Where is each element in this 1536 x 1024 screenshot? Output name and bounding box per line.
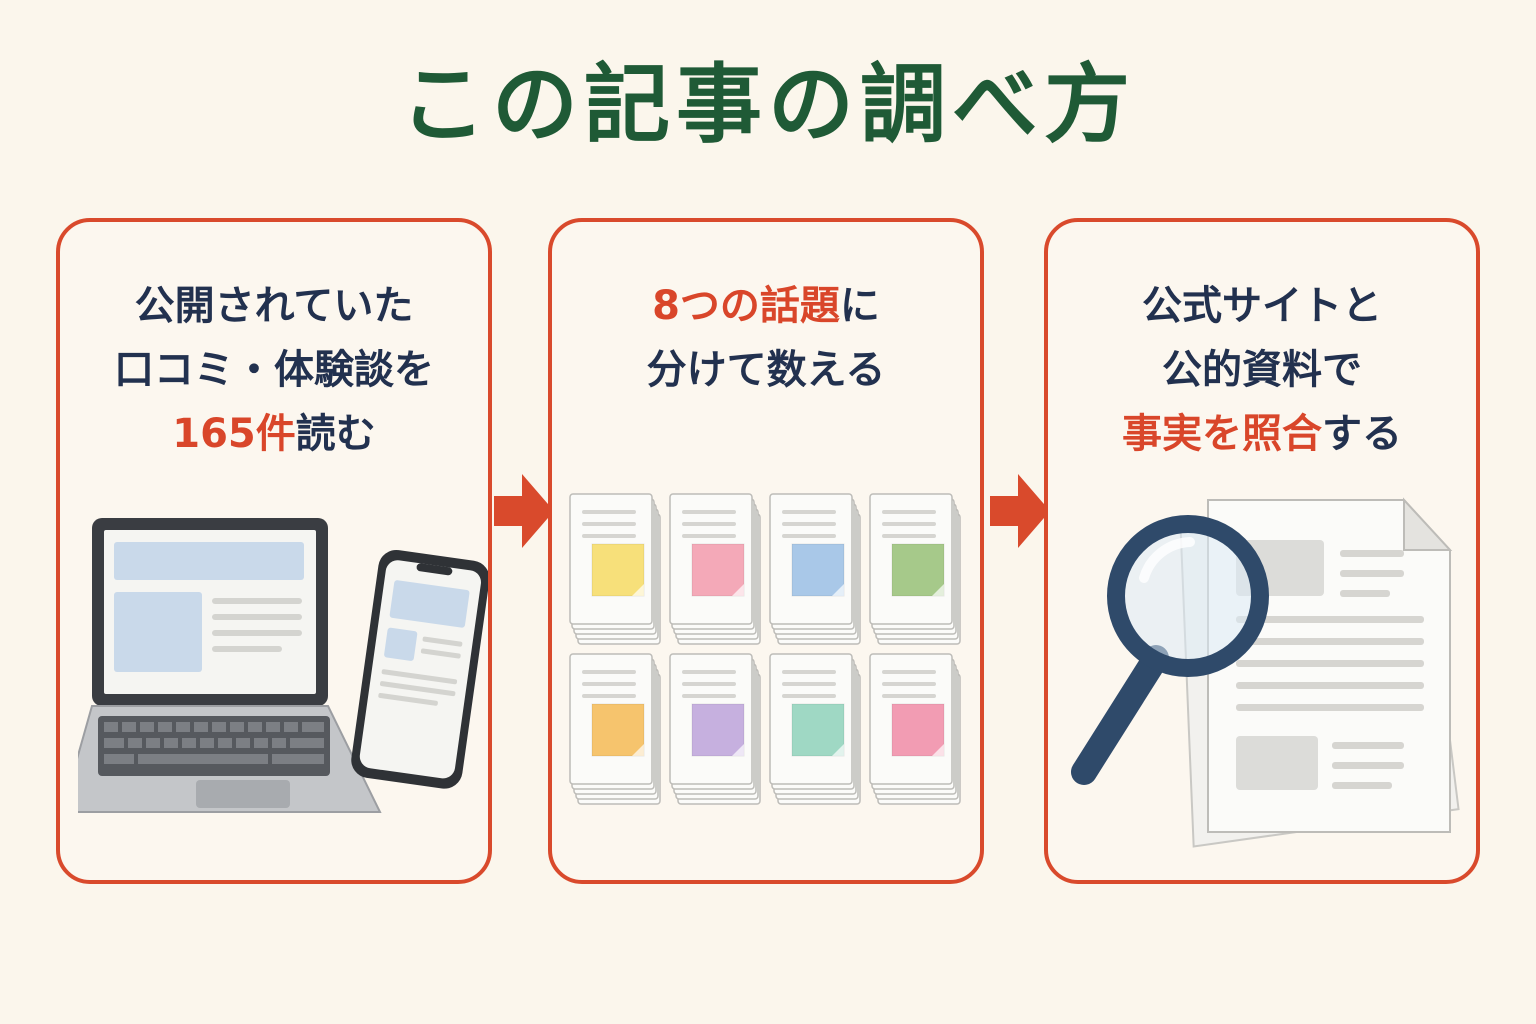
sticky-note: [791, 543, 845, 597]
step-2-line-2: 分けて数える: [646, 347, 886, 393]
document-magnifier-illustration: [1071, 497, 1460, 848]
sticky-note: [691, 703, 745, 757]
step-card-categorize: 8つの話題に 分けて数える: [548, 218, 984, 884]
sticky-note: [591, 543, 645, 597]
step-card-verify: 公式サイトと 公的資料で 事実を照合する: [1044, 218, 1480, 884]
document-stack: [869, 493, 961, 645]
step-3-line-3: 事実を照合する: [1048, 402, 1476, 466]
document-stack: [669, 653, 761, 805]
document-stack: [869, 653, 961, 805]
document-stack: [569, 493, 661, 645]
sticky-note: [791, 703, 845, 757]
step-1-line-1: 公開されていた: [134, 283, 414, 329]
step-3-line-1: 公式サイトと: [1142, 283, 1382, 329]
step-2-text: 8つの話題に 分けて数える: [552, 274, 980, 402]
document-stack: [769, 493, 861, 645]
document-stack-icon: [569, 493, 961, 805]
step-1-verb: 読む: [295, 411, 376, 457]
step-card-read-reviews: 公開されていた 口コミ・体験談を 165件読む: [56, 218, 492, 884]
step-3-verb: する: [1322, 411, 1402, 457]
page-title: この記事の調べ方: [400, 55, 1136, 155]
smartphone-icon: [351, 549, 488, 789]
step-1-count: 165件: [172, 411, 296, 457]
step-2-line-1: 8つの話題に: [552, 274, 980, 338]
step-2-topics: 8つの話題: [652, 283, 840, 329]
document-stack: [769, 653, 861, 805]
document-stack: [669, 493, 761, 645]
arrow-right-icon: [494, 474, 554, 548]
step-1-line-2: 口コミ・体験談を: [114, 347, 434, 393]
laptop-phone-illustration: [78, 518, 488, 813]
magnifying-glass-icon: [1071, 515, 1269, 785]
document-icon: [1179, 497, 1460, 848]
sticky-note: [891, 703, 945, 757]
document-stack: [569, 653, 661, 805]
step-3-verify: 事実を照合: [1122, 411, 1322, 457]
sticky-note: [891, 543, 945, 597]
step-1-text: 公開されていた 口コミ・体験談を 165件読む: [60, 274, 488, 466]
sticky-note: [691, 543, 745, 597]
laptop-icon: [78, 518, 382, 813]
step-3-line-2: 公的資料で: [1162, 347, 1362, 393]
step-1-line-3: 165件読む: [60, 402, 488, 466]
arrow-right-icon: [990, 474, 1050, 548]
step-3-text: 公式サイトと 公的資料で 事実を照合する: [1048, 274, 1476, 466]
sticky-note: [591, 703, 645, 757]
step-2-particle: に: [839, 283, 880, 329]
